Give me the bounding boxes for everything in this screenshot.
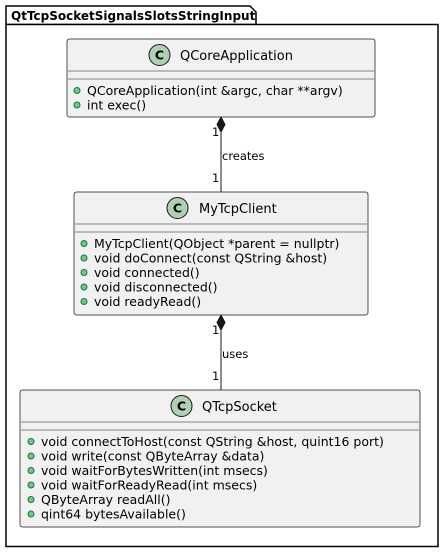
public-method-icon: [80, 269, 88, 276]
method: qint64 bytesAvailable(): [41, 507, 186, 522]
public-method-icon: [27, 438, 35, 445]
method: void waitForReadyRead(int msecs): [41, 478, 257, 493]
method: QByteArray readAll(): [41, 492, 170, 507]
multiplicity-target: 1: [212, 369, 219, 383]
multiplicity-target: 1: [212, 171, 219, 185]
method: int exec(): [87, 98, 146, 113]
class-stereotype-icon: [170, 395, 193, 417]
composition-diamond-icon: [216, 313, 226, 332]
package-title: QtTcpSocketSignalsSlotsStringInput: [11, 9, 256, 23]
class-name: QTcpSocket: [202, 400, 277, 415]
class-box: [19, 389, 421, 528]
public-method-icon: [27, 510, 35, 518]
class-name: MyTcpClient: [199, 202, 277, 217]
class-mytcpclient: C MyTcpClient MyTcpClient(QObject *paren…: [73, 191, 369, 316]
method: void write(const QByteArray &data): [41, 449, 264, 464]
relation-creates: creates 1 1: [212, 115, 265, 192]
method: void readyRead(): [94, 294, 201, 309]
method: MyTcpClient(QObject *parent = nullptr): [94, 236, 339, 251]
class-box: [73, 191, 369, 316]
class-stereotype-icon: [166, 197, 189, 219]
relation-label: creates: [222, 149, 265, 163]
class-stereotype-letter: C: [177, 399, 186, 414]
method: void disconnected(): [94, 280, 218, 295]
method: void waitForBytesWritten(int msecs): [41, 463, 268, 478]
relation-uses: uses 1 1: [212, 313, 248, 390]
public-method-icon: [80, 240, 88, 247]
public-method-icon: [27, 452, 35, 460]
relation-label: uses: [222, 347, 248, 361]
method: QCoreApplication(int &argc, char **argv): [87, 83, 343, 98]
public-method-icon: [80, 283, 88, 291]
public-method-icon: [73, 87, 81, 94]
class-stereotype-letter: C: [155, 48, 164, 63]
public-method-icon: [80, 298, 88, 305]
class-qcoreapplication: C QCoreApplication QCoreApplication(int …: [66, 38, 376, 118]
multiplicity-source: 1: [212, 323, 219, 337]
class-box: [66, 38, 376, 118]
class-stereotype-letter: C: [173, 201, 182, 216]
class-qtcpsocket: C QTcpSocket void connectToHost(const QS…: [19, 389, 421, 528]
method: void doConnect(const QString &host): [94, 251, 327, 266]
public-method-icon: [27, 481, 35, 489]
multiplicity-source: 1: [212, 125, 219, 139]
class-name: QCoreApplication: [180, 49, 293, 64]
public-method-icon: [80, 254, 88, 262]
package-tab: [5, 5, 257, 26]
method: void connected(): [94, 265, 200, 280]
class-stereotype-icon: [148, 44, 171, 66]
composition-diamond-icon: [216, 115, 226, 134]
public-method-icon: [27, 496, 35, 503]
method: void connectToHost(const QString &host, …: [41, 434, 384, 449]
public-method-icon: [73, 101, 81, 109]
public-method-icon: [27, 467, 35, 474]
